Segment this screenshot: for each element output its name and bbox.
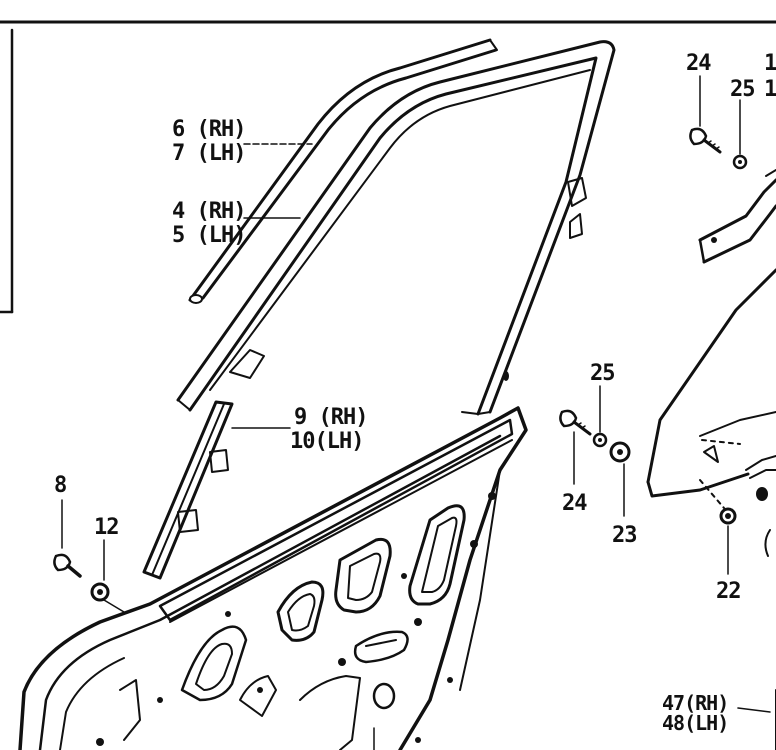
screw-8	[53, 553, 82, 578]
callout-47-rh: 47(RH)	[662, 691, 728, 715]
door-glass	[646, 268, 776, 557]
bolt-24-mid	[559, 409, 592, 436]
callout-4-rh: 4 (RH)	[172, 199, 245, 224]
callout-10-lh: 10(LH)	[290, 429, 363, 454]
callout-22: 22	[716, 579, 741, 604]
callout-24-mid: 24	[562, 491, 587, 516]
callout-12: 12	[94, 515, 119, 540]
washer-12	[90, 582, 110, 602]
callout-1-b: 1	[764, 77, 776, 102]
bolt-24-top	[689, 127, 722, 154]
callout-8: 8	[54, 473, 66, 498]
glass-bracket	[698, 169, 776, 264]
callout-7-lh: 7 (LH)	[172, 141, 245, 166]
outer-sash-moulding	[188, 38, 498, 304]
callout-23: 23	[612, 523, 637, 548]
callout-25-top: 25	[730, 77, 755, 102]
nut-22	[719, 507, 737, 525]
window-sash-frame	[176, 40, 616, 416]
washer-25-mid	[592, 432, 608, 448]
washer-25-top	[732, 154, 748, 170]
leader-lines	[61, 75, 776, 750]
callout-9-rh: 9 (RH)	[294, 405, 367, 430]
callout-25-mid: 25	[590, 361, 615, 386]
callout-24-top: 24	[686, 51, 711, 76]
door-inner-panel	[18, 406, 528, 750]
nut-23	[609, 441, 631, 463]
callout-5-lh: 5 (LH)	[172, 223, 245, 248]
front-glass-channel	[142, 400, 234, 580]
callout-1-a: 1	[764, 51, 776, 76]
callout-6-rh: 6 (RH)	[172, 117, 245, 142]
callout-48-lh: 48(LH)	[662, 711, 728, 735]
